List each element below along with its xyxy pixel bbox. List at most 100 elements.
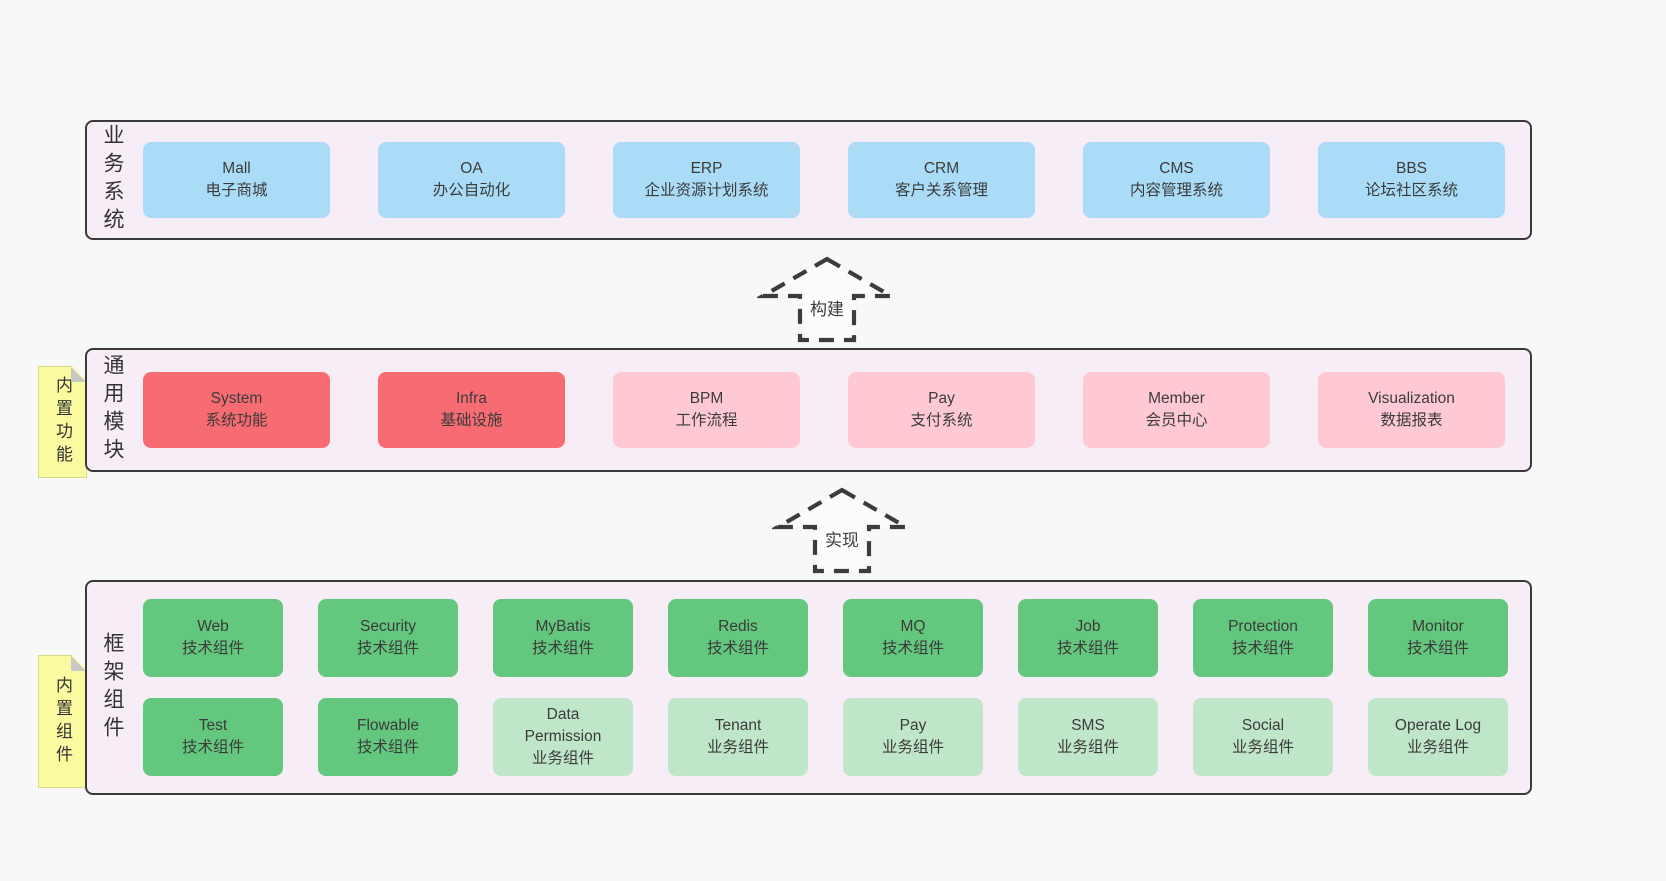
box-subtitle: 业务组件: [1406, 739, 1469, 756]
sticky-tag-text: 内置组件: [53, 675, 72, 768]
component-box-bpm: BPM 工作流程: [613, 372, 800, 448]
box-title: OA: [460, 160, 483, 177]
box-title: Monitor: [1412, 618, 1464, 635]
box-subtitle: 电子商城: [205, 182, 268, 199]
box-title: Web: [197, 618, 229, 635]
box-title: CRM: [923, 160, 960, 177]
box-title: Job: [1075, 618, 1101, 635]
box-title: System: [210, 390, 263, 407]
box-subtitle: 工作流程: [675, 412, 738, 429]
box-subtitle: 系统功能: [205, 412, 268, 429]
box-title: Member: [1148, 390, 1205, 407]
box-title: Test: [198, 717, 228, 734]
box-title: CMS: [1159, 160, 1194, 177]
component-box-crm: CRM 客户关系管理: [848, 142, 1035, 218]
box-title: MyBatis: [535, 618, 591, 635]
build-arrow: 构建: [757, 255, 897, 343]
component-box-mq: MQ 技术组件: [843, 599, 983, 677]
box-title: Data Permission: [524, 706, 602, 745]
component-box-bbs: BBS 论坛社区系统: [1318, 142, 1505, 218]
box-subtitle: 技术组件: [181, 640, 244, 657]
box-subtitle: 办公自动化: [432, 182, 511, 199]
component-box-monitor: Monitor 技术组件: [1368, 599, 1508, 677]
box-title: Visualization: [1368, 390, 1455, 407]
box-title: Mall: [222, 160, 251, 177]
box-title: Redis: [718, 618, 758, 635]
box-subtitle: 技术组件: [356, 640, 419, 657]
business-boxes-area: Mall 电子商城 OA 办公自动化 ERP 企业资源计划系统 CRM 客户关系管理 CMS 内容…: [143, 142, 1530, 218]
modules-box-row: System 系统功能 Infra 基础设施 BPM 工作流程 Pay 支付系统 Member 会…: [143, 372, 1530, 448]
component-box-infra: Infra 基础设施: [378, 372, 565, 448]
box-title: SMS: [1071, 717, 1105, 734]
component-box-data-permission: Data Permission 业务组件: [493, 698, 633, 776]
component-box-mybatis: MyBatis 技术组件: [493, 599, 633, 677]
box-subtitle: 企业资源计划系统: [644, 182, 769, 199]
component-box-system: System 系统功能: [143, 372, 330, 448]
box-title: Security: [360, 618, 416, 635]
panel-modules-label: 通用模块: [101, 354, 124, 466]
box-subtitle: 业务组件: [706, 739, 769, 756]
box-subtitle: 技术组件: [1406, 640, 1469, 657]
box-subtitle: 技术组件: [706, 640, 769, 657]
component-box-operate-log: Operate Log 业务组件: [1368, 698, 1508, 776]
component-box-cms: CMS 内容管理系统: [1083, 142, 1270, 218]
component-box-job: Job 技术组件: [1018, 599, 1158, 677]
box-title: Pay: [928, 390, 955, 407]
box-title: MQ: [900, 618, 926, 635]
box-subtitle: 基础设施: [440, 412, 503, 429]
box-title: Flowable: [356, 717, 420, 734]
folded-corner-icon: [71, 656, 86, 671]
component-box-security: Security 技术组件: [318, 599, 458, 677]
sticky-tag-text: 内置功能: [53, 376, 72, 468]
box-title: Infra: [455, 390, 487, 407]
box-title: Pay: [899, 717, 927, 734]
sticky-tag-built-in-features: 内置功能: [38, 366, 87, 478]
box-subtitle: 论坛社区系统: [1364, 182, 1458, 199]
box-subtitle: 业务组件: [531, 750, 594, 767]
component-box-oa: OA 办公自动化: [378, 142, 565, 218]
box-subtitle: 支付系统: [910, 412, 973, 429]
component-box-test: Test 技术组件: [143, 698, 283, 776]
framework-box-row-2: Test 技术组件 Flowable 技术组件 Data Permission 业务组件 T…: [143, 698, 1530, 776]
box-subtitle: 技术组件: [356, 739, 419, 756]
modules-boxes-area: System 系统功能 Infra 基础设施 BPM 工作流程 Pay 支付系统 Member 会…: [143, 372, 1530, 448]
box-subtitle: 客户关系管理: [894, 182, 988, 199]
box-subtitle: 技术组件: [881, 640, 944, 657]
box-title: BPM: [689, 390, 724, 407]
box-title: Operate Log: [1394, 717, 1482, 734]
box-subtitle: 技术组件: [181, 739, 244, 756]
box-title: Protection: [1228, 618, 1298, 635]
box-title: Social: [1241, 717, 1285, 734]
component-box-redis: Redis 技术组件: [668, 599, 808, 677]
component-box-pay: Pay 支付系统: [848, 372, 1035, 448]
box-subtitle: 会员中心: [1145, 412, 1208, 429]
panel-business-systems: 业务系统 Mall 电子商城 OA 办公自动化 ERP 企业资源计划系统 CRM 客户关系管理…: [85, 120, 1532, 240]
panel-business-label: 业务系统: [101, 124, 124, 236]
component-box-protection: Protection 技术组件: [1193, 599, 1333, 677]
box-title: BBS: [1395, 160, 1427, 177]
component-box-web: Web 技术组件: [143, 599, 283, 677]
box-subtitle: 业务组件: [881, 739, 944, 756]
component-box-erp: ERP 企业资源计划系统: [613, 142, 800, 218]
business-box-row: Mall 电子商城 OA 办公自动化 ERP 企业资源计划系统 CRM 客户关系管理 CMS 内容…: [143, 142, 1530, 218]
component-box-mall: Mall 电子商城: [143, 142, 330, 218]
box-title: Tenant: [714, 717, 762, 734]
implement-arrow: 实现: [772, 486, 912, 574]
box-subtitle: 技术组件: [531, 640, 594, 657]
box-subtitle: 内容管理系统: [1129, 182, 1223, 199]
box-subtitle: 业务组件: [1231, 739, 1294, 756]
box-subtitle: 数据报表: [1380, 412, 1443, 429]
component-box-visualization: Visualization 数据报表: [1318, 372, 1505, 448]
component-box-social: Social 业务组件: [1193, 698, 1333, 776]
box-subtitle: 技术组件: [1056, 640, 1119, 657]
component-box-pay: Pay 业务组件: [843, 698, 983, 776]
folded-corner-icon: [71, 367, 86, 382]
box-subtitle: 技术组件: [1231, 640, 1294, 657]
panel-framework-label: 框架组件: [101, 631, 124, 744]
box-title: ERP: [690, 160, 723, 177]
